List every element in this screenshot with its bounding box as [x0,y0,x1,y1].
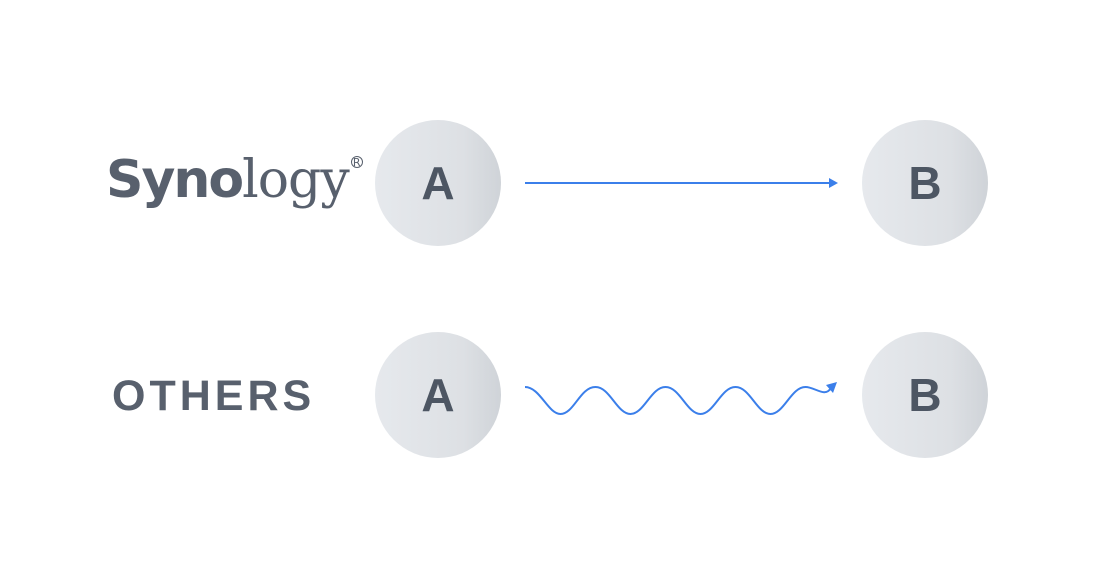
node-a-label: A [421,157,455,209]
wavy-arrow-head [826,382,837,393]
wavy-arrow [524,382,837,416]
row-others: OTHERS A B [0,330,1100,460]
straight-arrow-head [829,178,838,188]
node-a-label: A [421,369,455,421]
node-b-label: B [908,369,942,421]
node-b: B [862,332,988,458]
node-a: A [375,120,501,246]
logo-text-bold: Syno [106,150,244,210]
registered-mark-icon: R [350,156,363,168]
wavy-arrow-line [524,385,832,416]
node-b: B [862,120,988,246]
node-a: A [375,332,501,458]
others-label: OTHERS [112,372,316,420]
logo-text-light: logy [242,150,350,210]
straight-arrow [525,178,838,188]
node-b-label: B [908,157,942,209]
